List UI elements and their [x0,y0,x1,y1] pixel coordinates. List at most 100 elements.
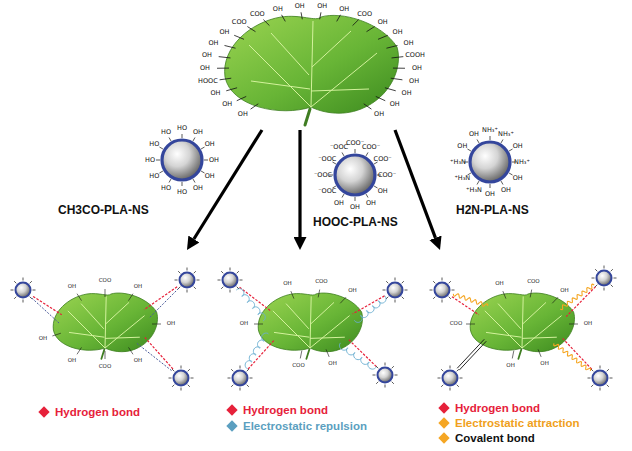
functional-group-label: HO [145,157,155,164]
legend-entry: Hydrogen bond [228,404,328,417]
leaf-vein [312,31,351,67]
group-stub [237,96,246,100]
nanosphere-core [470,142,510,182]
group-stub [282,15,286,22]
group-stub [320,12,321,19]
group-stub [178,287,180,289]
legend-text: Electrostatic attraction [455,417,580,430]
group-stub [226,88,237,91]
functional-group-label: OH [240,321,248,327]
functional-group-label: OH [193,129,203,136]
legend-swatch [38,407,49,418]
group-stub [610,378,613,379]
group-stub [237,271,239,273]
leaf-vein [105,316,145,348]
panel-illustration [11,268,200,391]
group-stub [326,349,329,357]
legend-entry: Electrostatic repulsion [228,420,367,433]
bond-line [566,287,595,317]
group-stub [383,290,386,291]
legend-swatch [226,405,237,416]
group-stub [386,297,388,299]
legend-entry: Hydrogen bond [440,402,540,415]
bond-line [348,339,376,367]
group-stub [194,271,196,273]
group-stub [402,297,404,299]
group-stub [240,366,241,369]
functional-group-label: OH [193,184,203,191]
functional-group-label: OH [273,6,283,13]
nanosphere-node: H2N-PLA-NSNH₃⁺NH₃⁺OHNH₃⁺OHOHOH⁺H₃N⁺H₃N⁺H… [440,118,560,223]
functional-group-label: OH [205,173,215,180]
group-stub [600,388,601,391]
leaf-vein [105,337,140,338]
group-stub [291,291,294,299]
group-stub [178,271,180,273]
group-stub [301,12,302,19]
bond-line [355,296,387,322]
nanosphere-core [174,371,189,386]
functional-group-label: COO [232,19,247,26]
functional-group-label: OH [412,65,422,72]
group-stub [342,194,344,197]
nanosphere-drawing [430,278,455,303]
functional-group-label: OH [208,40,218,47]
functional-group-label: ⁻OOC [318,188,336,195]
group-stub [430,290,433,291]
bond-line [32,298,59,323]
group-stub [402,281,404,283]
group-stub [490,136,491,140]
group-stub [240,388,241,391]
leaf-vein [310,337,345,338]
group-stub [217,68,229,69]
group-stub [530,290,532,298]
leaf-vein [105,296,106,348]
group-stub [219,57,231,58]
group-stub [395,300,396,303]
bond-line [248,341,274,369]
group-stub [251,104,259,109]
legend-text: Electrostatic repulsion [243,420,367,433]
nanosphere-drawing [175,268,200,293]
functional-group-label: OH [68,284,76,290]
leaf-vein [273,311,310,348]
functional-group-label: OH [374,110,384,117]
group-stub [591,385,593,387]
functional-group-label: OH [328,362,336,368]
group-stub [191,378,194,379]
group-stub [181,366,182,369]
leaf-vein [81,304,104,329]
functional-group-label: COO [527,279,540,285]
group-stub [376,96,385,100]
group-stub [221,287,223,289]
group-stub [231,385,233,387]
functional-group-label: OH [409,78,419,85]
group-stub [11,290,14,291]
group-stub [30,297,32,299]
functional-group-label: COOH [405,52,425,59]
leaf-vein [251,81,310,89]
group-stub [225,45,236,48]
group-stub [193,137,195,140]
functional-group-label: NH₃⁺ [514,159,530,166]
functional-group-label: COO [315,279,328,285]
group-stub [300,351,302,359]
group-stub [538,349,541,357]
functional-group-label: COO [99,278,112,284]
functional-group-label: OH [283,281,291,287]
nanosphere-core [223,273,238,288]
group-stub [234,35,244,39]
bond-line [150,288,179,317]
group-stub [604,288,605,291]
bond-line [453,294,487,306]
functional-group-label: HOOC [198,78,218,85]
nanosphere-core [435,283,450,298]
functional-group-label: OH [378,19,388,26]
nanosphere-core [162,140,202,180]
functional-group-label: OH [348,288,356,294]
group-stub [457,385,459,387]
functional-group-label: OH [167,321,175,327]
group-stub [187,290,188,293]
functional-group-label: OH [205,141,215,148]
group-stub [201,171,204,173]
